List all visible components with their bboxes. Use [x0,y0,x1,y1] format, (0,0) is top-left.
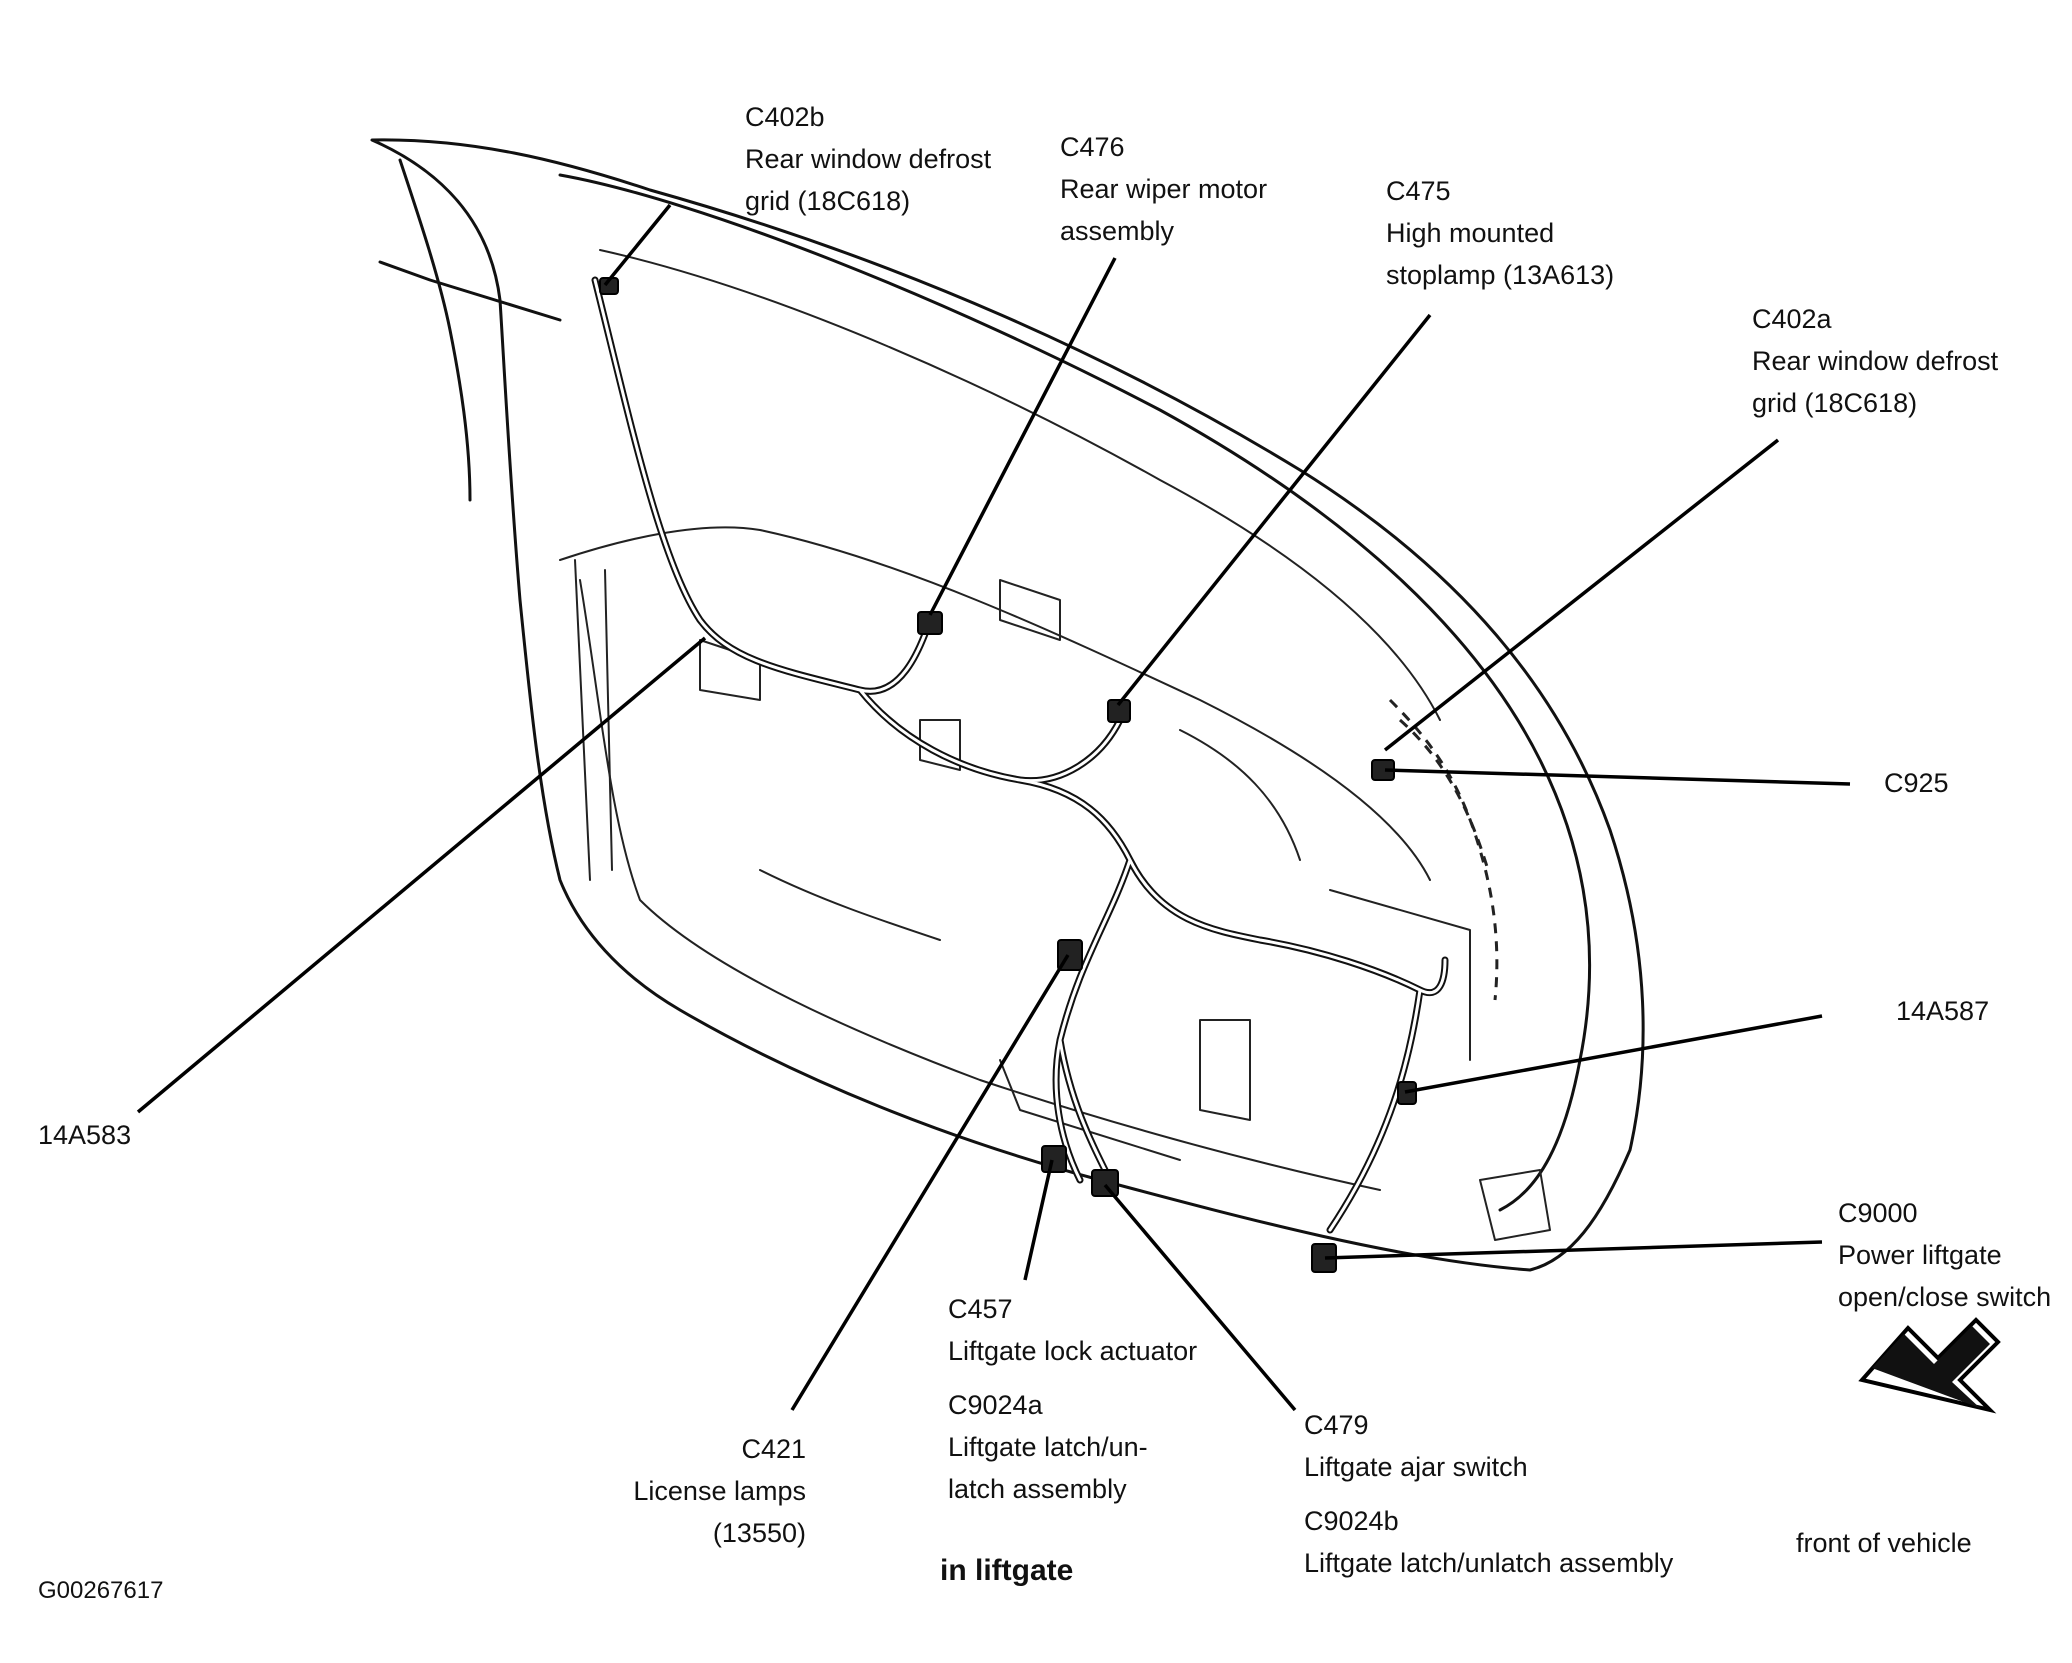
connector-c479 [1091,1169,1119,1197]
leader-c421 [790,954,1070,1411]
wiring-harness [591,276,1449,1234]
label-c402b: C402b Rear window defrost grid (18C618) [745,102,992,216]
label-c475: C475 High mounted stoplamp (13A613) [1386,176,1615,290]
leader-c9000 [1324,1240,1823,1260]
label-c925: C925 [1884,768,1949,798]
leader-c475 [1116,313,1432,707]
leader-c457 [1023,1159,1054,1281]
label-c9024b: C9024b Liftgate latch/unlatch assembly [1304,1506,1674,1578]
label-14a587: 14A587 [1896,996,1990,1026]
label-c9000: C9000 Power liftgate open/close switch [1838,1198,2052,1312]
leader-14a587 [1404,1014,1823,1094]
label-c457: C457 Liftgate lock actuator [948,1294,1198,1366]
leader-c402a [1383,438,1780,752]
connector-c476 [917,611,943,635]
figure-id: G00267617 [38,1577,164,1604]
connectors [599,277,1417,1273]
leader-c925 [1384,768,1851,786]
leader-14a583 [136,636,707,1114]
direction-label: front of vehicle [1796,1528,1972,1558]
caption: in liftgate [940,1554,1074,1587]
leader-c402b [603,203,672,287]
label-c421: C421 License lamps (13550) [633,1434,806,1548]
label-c476: C476 Rear wiper motor assembly [1060,132,1268,246]
leader-c479 [1103,1183,1297,1412]
front-direction-arrow-icon [1858,1317,2001,1414]
leader-c476 [928,257,1117,616]
label-c479: C479 Liftgate ajar switch [1304,1410,1528,1482]
connector-c475 [1107,699,1131,723]
connector-c457 [1041,1145,1067,1173]
label-14a583: 14A583 [38,1120,132,1150]
label-c9024a: C9024a Liftgate latch/un- latch assembly [948,1390,1148,1504]
label-c402a: C402a Rear window defrost grid (18C618) [1752,304,1999,418]
liftgate-body [370,138,1645,1272]
leader-lines [136,203,1851,1412]
